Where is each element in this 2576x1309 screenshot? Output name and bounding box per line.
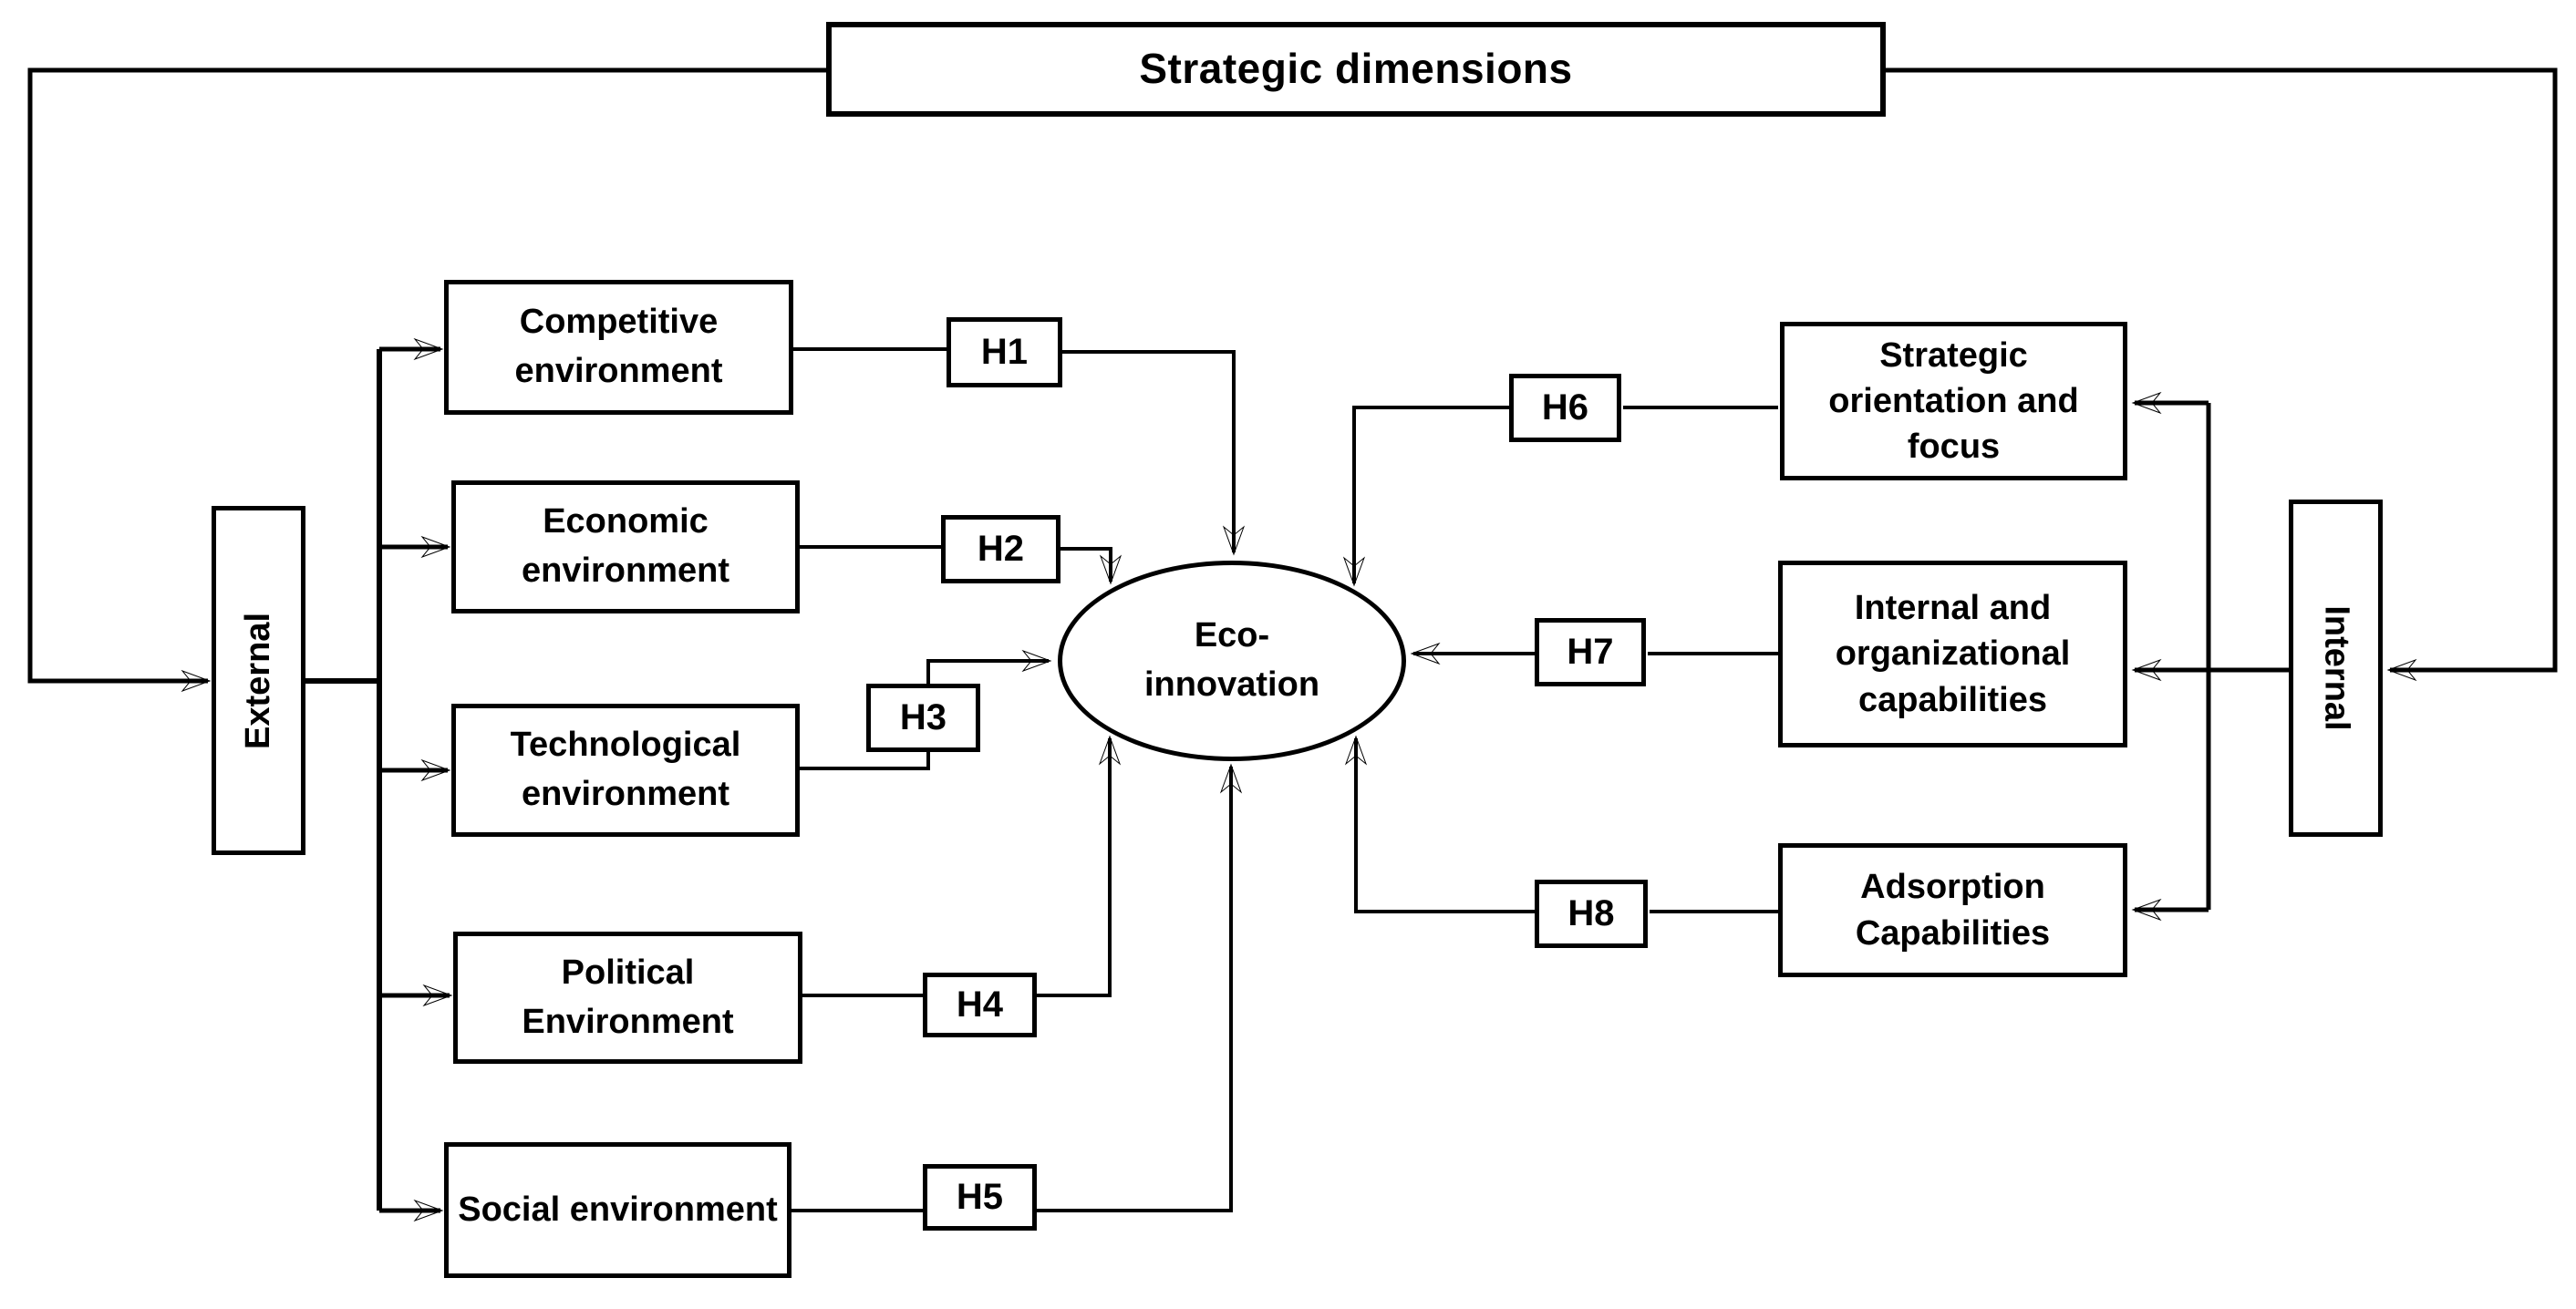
edge-h4-to-ecoinnovation [1035, 735, 1122, 997]
node-adsorption-capabilities: Adsorption Capabilities [1778, 843, 2127, 977]
node-label: Economic environment [521, 502, 730, 590]
hypothesis-h5-box: H5 [923, 1164, 1037, 1231]
node-label: Eco- innovation [1144, 612, 1319, 710]
edge-h2-to-ecoinnovation [1059, 547, 1122, 585]
hypothesis-h7-box: H7 [1535, 618, 1646, 686]
node-label: Technological environment [510, 726, 741, 813]
node-label: Adsorption Capabilities [1855, 868, 2051, 953]
node-technological-environment: Technological environment [451, 704, 800, 837]
edge-h8-to-ecoinnovation [1344, 735, 1535, 913]
eco-innovation-line1: Eco- [1194, 616, 1270, 655]
diagram-title: Strategic dimensions [1139, 45, 1573, 93]
node-economic-environment: Economic environment [451, 480, 800, 613]
hypothesis-label: H2 [977, 529, 1025, 570]
hypothesis-label: H5 [956, 1177, 1004, 1218]
edge-h1-to-ecoinnovation [1060, 350, 1246, 556]
node-label: Strategic orientation and focus [1828, 335, 2079, 467]
node-competitive-environment: Competitive environment [444, 280, 793, 415]
node-strategic-orientation: Strategic orientation and focus [1780, 322, 2127, 480]
eco-innovation-line2: innovation [1143, 665, 1320, 704]
hypothesis-label: H6 [1541, 387, 1589, 428]
hypothesis-h2-box: H2 [941, 515, 1060, 583]
hypothesis-label: H1 [980, 332, 1029, 373]
hypothesis-label: H4 [956, 984, 1004, 1026]
node-political-environment: Political Environment [453, 932, 802, 1064]
hypothesis-label: H7 [1567, 632, 1614, 673]
external-group-box: External [212, 506, 305, 855]
internal-group-label: Internal [2317, 605, 2356, 731]
internal-group-box: Internal [2289, 500, 2383, 837]
hypothesis-label: H3 [899, 697, 947, 738]
edge-h5-to-ecoinnovation [1035, 763, 1243, 1212]
hypothesis-h8-box: H8 [1535, 880, 1648, 948]
external-group-label: External [238, 612, 277, 749]
node-label: Social environment [458, 1190, 778, 1229]
node-label: Internal and organizational capabilities [1835, 589, 2071, 719]
hypothesis-h3-box: H3 [866, 684, 980, 752]
hypothesis-label: H8 [1567, 893, 1615, 934]
node-label: Competitive environment [514, 303, 723, 390]
edge-h6-to-ecoinnovation [1342, 406, 1509, 587]
hypothesis-h1-box: H1 [947, 317, 1062, 387]
title-box: Strategic dimensions [826, 22, 1886, 117]
node-social-environment: Social environment [444, 1142, 791, 1278]
hypothesis-h4-box: H4 [923, 973, 1037, 1037]
node-label: Political Environment [522, 953, 734, 1041]
node-eco-innovation: Eco- innovation [1058, 561, 1406, 761]
node-internal-organizational-capabilities: Internal and organizational capabilities [1778, 561, 2127, 747]
edge-title-to-internal [1886, 67, 2558, 682]
edge-title-to-external [27, 67, 826, 693]
hypothesis-h6-box: H6 [1509, 374, 1621, 442]
